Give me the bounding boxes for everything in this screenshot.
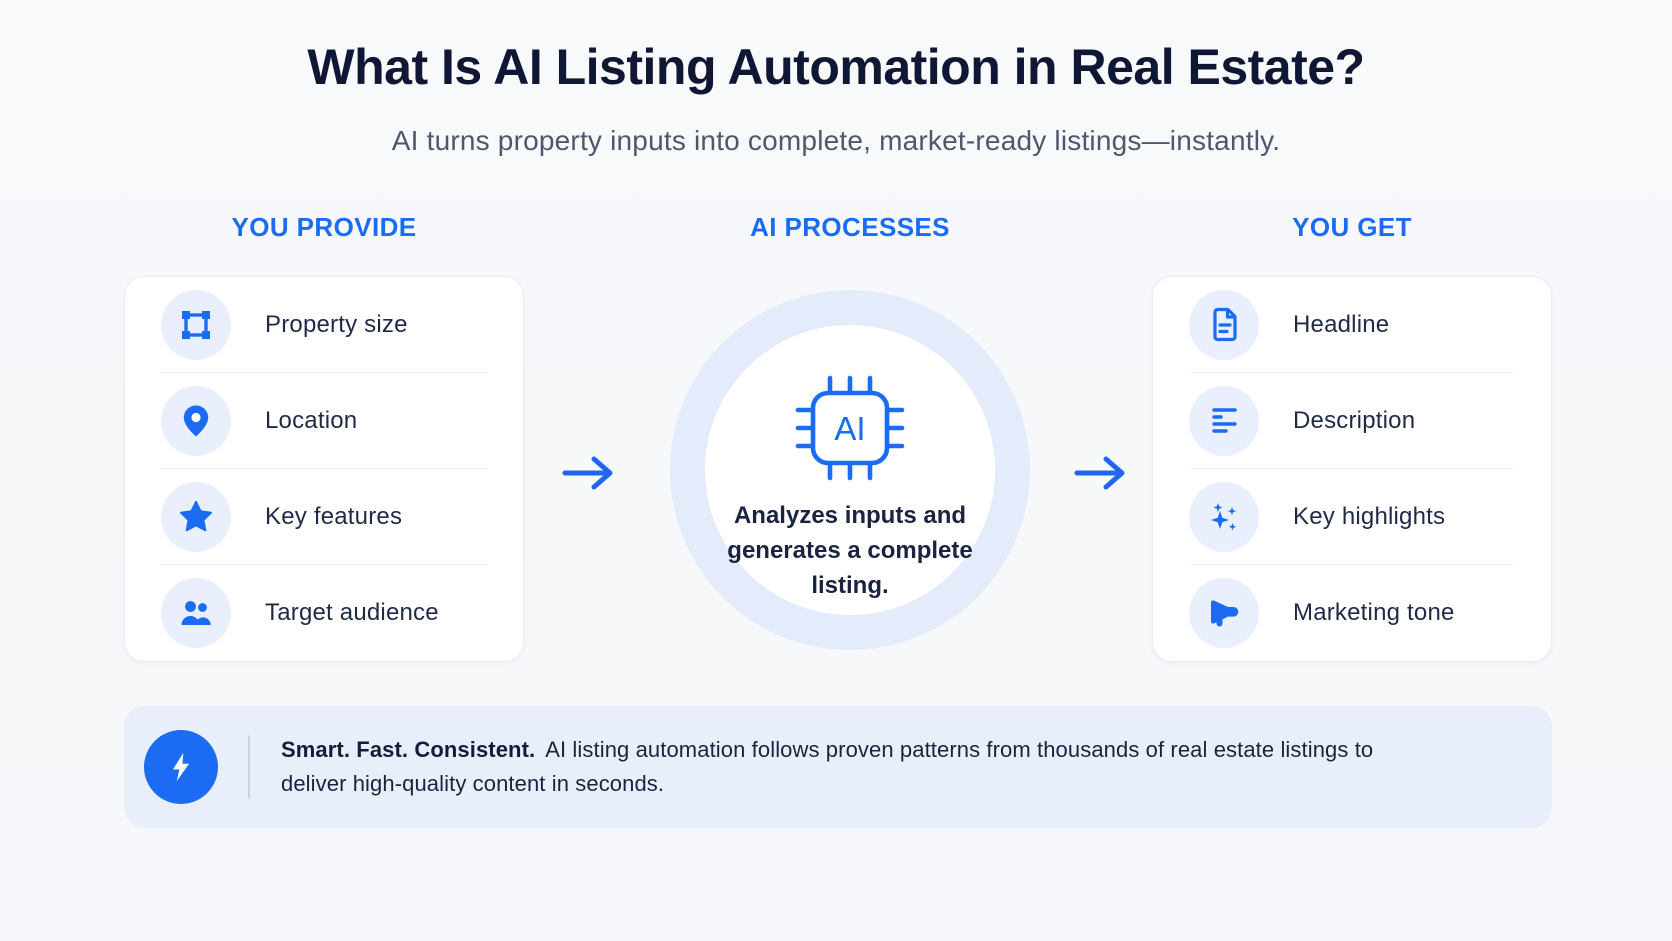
ai-chip-label: AI	[834, 410, 865, 447]
column-heading-ai-processes: AI PROCESSES	[750, 212, 950, 242]
list-item-label: Property size	[265, 311, 408, 338]
star-icon	[161, 482, 231, 552]
megaphone-icon	[1189, 578, 1259, 648]
list-item-label: Marketing tone	[1293, 599, 1455, 626]
list-item-location: Location	[125, 373, 523, 469]
list-item-description: Description	[1153, 373, 1551, 469]
banner-divider	[248, 735, 250, 799]
text-lines-icon	[1189, 386, 1259, 456]
list-item-label: Target audience	[265, 599, 439, 626]
arrow-right-icon	[1074, 456, 1125, 490]
you-provide-card: Property size Location Key features	[124, 276, 524, 662]
list-item-label: Description	[1293, 407, 1416, 434]
arrow-right-icon	[562, 456, 613, 490]
page-title: What Is AI Listing Automation in Real Es…	[307, 39, 1365, 95]
list-item-label: Headline	[1293, 311, 1390, 338]
list-item-key-highlights: Key highlights	[1153, 469, 1551, 565]
you-get-card: Headline Description	[1152, 276, 1552, 662]
column-heading-you-provide: YOU PROVIDE	[231, 212, 417, 242]
list-item-property-size: Property size	[125, 277, 523, 373]
column-heading-you-get: YOU GET	[1292, 212, 1412, 242]
summary-banner: Smart. Fast. Consistent.AI listing autom…	[124, 706, 1552, 828]
list-item-key-features: Key features	[125, 469, 523, 565]
list-item-marketing-tone: Marketing tone	[1153, 565, 1551, 661]
list-item-label: Key features	[265, 503, 403, 530]
banner-lead: Smart. Fast. Consistent.	[281, 737, 536, 762]
process-description: Analyzes inputs and generates a complete…	[727, 502, 973, 599]
crop-frame-icon	[161, 290, 231, 360]
list-item-label: Key highlights	[1293, 503, 1446, 530]
list-item-headline: Headline	[1153, 277, 1551, 373]
banner-body: AI listing automation follows proven pat…	[281, 737, 1374, 796]
lightning-icon	[144, 730, 218, 804]
page-subtitle: AI turns property inputs into complete, …	[391, 125, 1281, 156]
location-pin-icon	[161, 386, 231, 456]
list-item-target-audience: Target audience	[125, 565, 523, 661]
ai-chip-icon: AI	[795, 375, 905, 481]
banner-text: Smart. Fast. Consistent.AI listing autom…	[281, 733, 1441, 801]
users-icon	[161, 578, 231, 648]
sparkles-icon	[1189, 482, 1259, 552]
list-item-label: Location	[265, 407, 358, 434]
document-icon	[1189, 290, 1259, 360]
